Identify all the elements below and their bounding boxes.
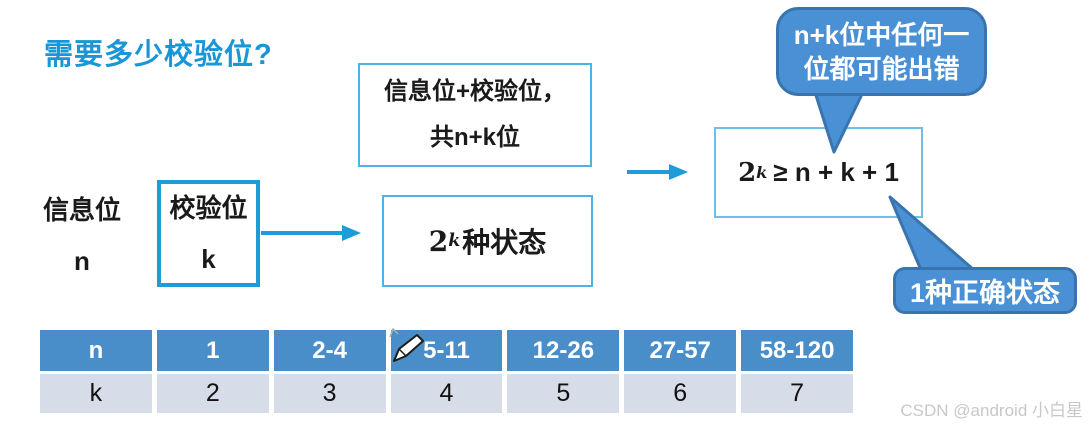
table-data-cell: 5 (507, 374, 620, 413)
states-box-suffix: 种状态 (462, 227, 547, 258)
table-data-cell: 3 (273, 374, 386, 413)
table-header-cell: 5-11 (390, 330, 503, 371)
pen-cursor-icon (389, 327, 424, 362)
table-header-cell: 27-57 (624, 330, 737, 371)
sum-box: 信息位+校验位， 共n+k位 (358, 63, 592, 167)
table-header-cell: n (40, 330, 152, 371)
check-bits-box-line1: 校验位 (169, 193, 248, 223)
nk-table: n 1 2-4 5-11 12-26 27-57 58-120 k 2 3 4 … (40, 330, 853, 413)
check-bits-box-line2: k (201, 244, 216, 274)
table-header-cell: 12-26 (507, 330, 620, 371)
callout-any-bit-error: n+k位中任何一 位都可能出错 (776, 7, 987, 96)
sum-box-line1: 信息位+校验位， (383, 78, 566, 105)
table-data-cell: 7 (741, 374, 853, 413)
check-bits-box: 校验位 k (157, 180, 260, 287)
callout-any-bit-error-line2: 位都可能出错 (803, 53, 960, 84)
table-data-cell: 2 (156, 374, 269, 413)
table-header-cell: 1 (156, 330, 269, 371)
arrow-right-icon (627, 164, 688, 180)
callout-any-bit-error-line1: n+k位中任何一 (793, 19, 970, 50)
watermark: CSDN @android 小白星 (900, 401, 1083, 420)
callout-one-correct-state: 1种正确状态 (893, 267, 1077, 314)
formula-base: 2 (738, 157, 757, 188)
arrow-right-icon (261, 225, 361, 241)
states-box-base: 2 (428, 224, 449, 258)
table-data-cell: k (40, 374, 152, 413)
table-data-cell: 4 (390, 374, 503, 413)
info-bits-label-line2: n (74, 246, 90, 276)
info-bits-label: 信息位 n (28, 190, 136, 281)
formula-suffix: ≥ n + k + 1 (773, 157, 899, 187)
sum-box-line2: 共n+k位 (429, 124, 521, 151)
page-title: 需要多少校验位? (44, 39, 273, 71)
info-bits-label-line1: 信息位 (42, 195, 121, 225)
table-data-cell: 6 (624, 374, 737, 413)
table-header-cell: 58-120 (741, 330, 853, 371)
callout-one-correct-state-text: 1种正确状态 (909, 278, 1061, 308)
table-header-cell: 2-4 (273, 330, 386, 371)
